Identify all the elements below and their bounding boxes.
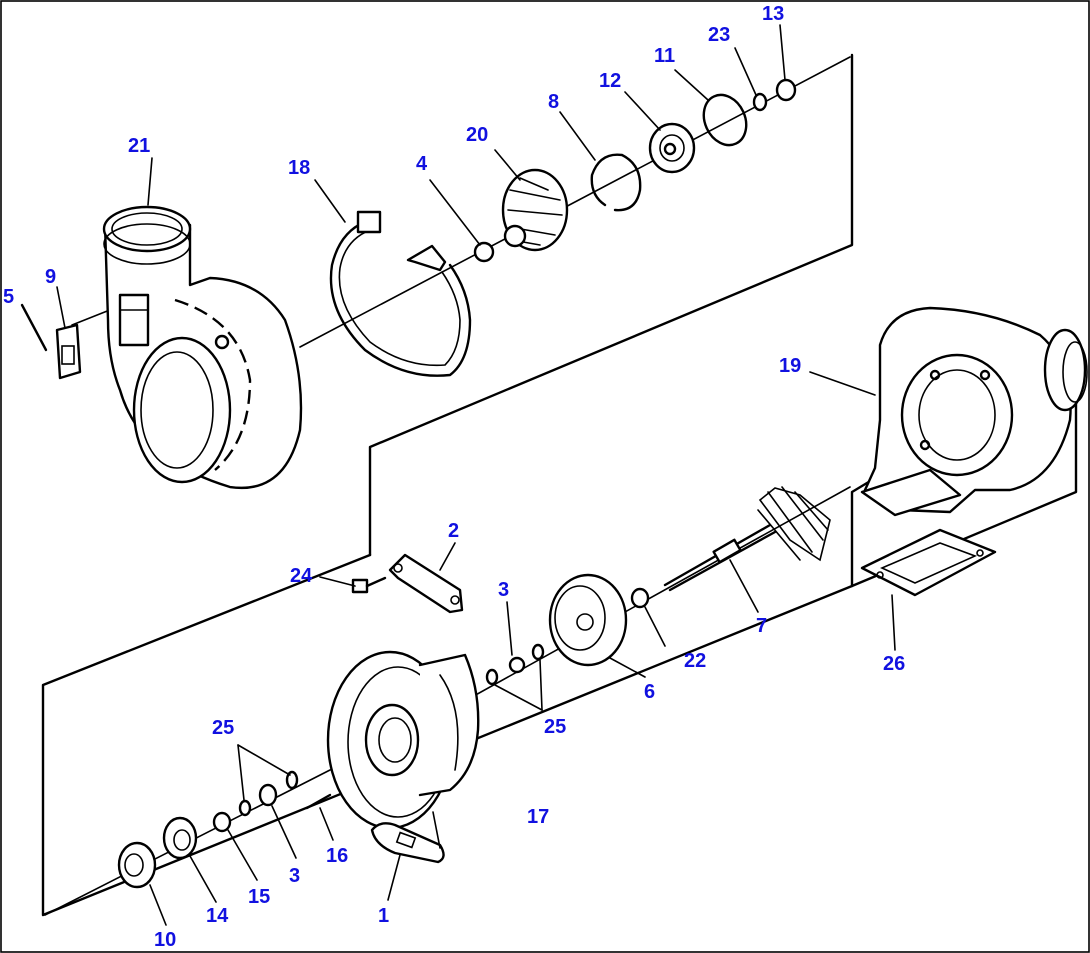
callout-11: 11 <box>654 45 675 67</box>
turbine-shaft-7 <box>663 486 831 592</box>
heat-shield-6 <box>548 573 628 667</box>
washer-25-a <box>531 643 545 661</box>
thrust-bearing-14 <box>162 816 198 860</box>
compressor-housing <box>102 205 303 490</box>
callout-21: 21 <box>128 135 150 157</box>
callout-6: 6 <box>644 681 655 703</box>
callout-10: 10 <box>154 929 176 951</box>
callout-16: 16 <box>326 845 348 867</box>
callout-14: 14 <box>206 905 229 927</box>
callout-4: 4 <box>416 153 428 175</box>
callouts: 21 18 20 8 12 11 23 13 4 9 5 19 2 24 3 2… <box>3 3 905 951</box>
callout-25-upper: 25 <box>544 716 566 738</box>
nut-3-upper <box>508 656 526 674</box>
callout-17: 17 <box>527 806 549 828</box>
washer-25-d <box>238 799 252 817</box>
leader-lines <box>56 24 896 926</box>
callout-5: 5 <box>3 286 14 308</box>
spacer-10 <box>117 841 157 889</box>
screw-5 <box>20 303 48 352</box>
bolt-24 <box>351 576 387 594</box>
nut-13 <box>775 78 797 102</box>
callout-22: 22 <box>684 650 706 672</box>
callout-13: 13 <box>762 3 784 25</box>
seal-ring-22 <box>630 587 650 609</box>
callout-2: 2 <box>448 520 459 542</box>
callout-25-lower: 25 <box>212 717 234 739</box>
callout-3-lower: 3 <box>289 865 300 887</box>
plate-9 <box>55 323 82 380</box>
gasket-26 <box>860 528 997 597</box>
lock-plate-2 <box>388 553 464 614</box>
o-ring-11 <box>702 93 748 147</box>
snap-ring-18 <box>329 210 472 377</box>
nut-3-lower <box>258 783 278 807</box>
upper-axis <box>299 56 851 348</box>
callout-7: 7 <box>756 615 767 637</box>
callout-15: 15 <box>248 886 270 908</box>
washer-25-b <box>485 668 499 686</box>
stud-16 <box>305 793 332 810</box>
assembly-outline-upper <box>368 53 854 557</box>
seal-15 <box>212 811 232 833</box>
gasket-1 <box>370 822 445 864</box>
callout-8: 8 <box>548 91 559 113</box>
callout-9: 9 <box>45 266 56 288</box>
callout-20: 20 <box>466 124 488 146</box>
nut-4 <box>473 241 495 263</box>
bearing-housing-17 <box>326 650 480 830</box>
snap-ring-8 <box>590 153 642 212</box>
compressor-wheel-20 <box>501 168 569 252</box>
callout-1: 1 <box>378 905 389 927</box>
washer-23 <box>752 92 768 112</box>
callout-12: 12 <box>599 70 621 92</box>
callout-19: 19 <box>779 355 801 377</box>
callout-18: 18 <box>288 157 310 179</box>
callout-23: 23 <box>708 24 730 46</box>
thrust-collar-12 <box>648 122 696 174</box>
callout-24: 24 <box>290 565 313 587</box>
callout-26: 26 <box>883 653 905 675</box>
turbine-housing-19 <box>860 306 1088 517</box>
callout-3-upper: 3 <box>498 579 509 601</box>
washer-25-c <box>285 770 299 790</box>
